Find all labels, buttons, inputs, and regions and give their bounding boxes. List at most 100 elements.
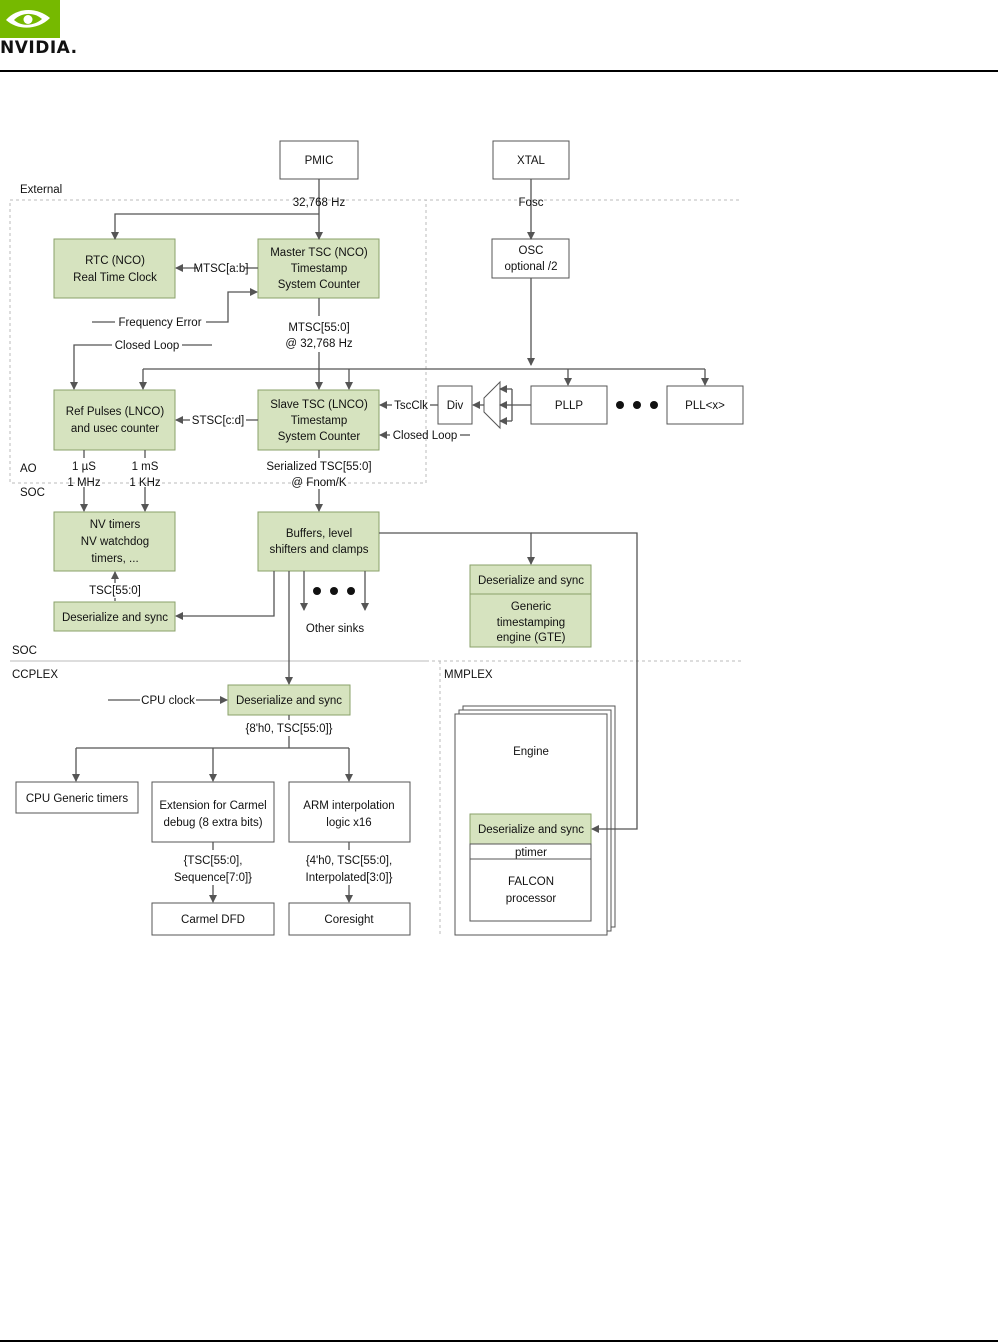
nodes xyxy=(15,140,744,936)
tscclk-label: TscClk xyxy=(394,400,428,412)
pllx-box xyxy=(666,385,744,425)
nv-timers-label-2: NV watchdog xyxy=(81,536,149,548)
stsc-cd-label: STSC[c:d] xyxy=(192,415,244,427)
ccplex-bus-label: {8'h0, TSC[55:0]} xyxy=(245,723,332,735)
hz-32768-label: 32,768 Hz xyxy=(293,197,346,209)
falcon-label-1: FALCON xyxy=(508,876,554,888)
buffers-to-deser-soc xyxy=(175,571,275,620)
carmel-dfd-box xyxy=(151,902,275,936)
ellipsis-dots-icon xyxy=(313,401,658,595)
cpu-clock-label: CPU clock xyxy=(141,695,195,707)
connections xyxy=(70,179,709,903)
cpu-timers-label: CPU Generic timers xyxy=(26,793,128,805)
freq-error-label: Frequency Error xyxy=(118,317,201,329)
master-tsc-label-1: Master TSC (NCO) xyxy=(270,247,368,259)
gte-label-3: engine (GTE) xyxy=(496,632,565,644)
pmic-to-rtc xyxy=(111,213,319,240)
region-label-soc-top: SOC xyxy=(20,487,45,499)
slave-tsc-label-3: System Counter xyxy=(278,431,361,443)
falcon-label-2: processor xyxy=(506,893,557,905)
coresight-box xyxy=(288,902,411,936)
at-32768-label: @ 32,768 Hz xyxy=(285,338,353,350)
buffers-label-1: Buffers, level xyxy=(286,528,352,540)
slave-tsc-box xyxy=(257,389,380,451)
gte-box xyxy=(469,593,592,648)
xtal-box xyxy=(492,140,570,180)
buffers-box xyxy=(257,511,380,572)
fnom-label: @ Fnom/K xyxy=(291,477,346,489)
carmel-dfd-label: Carmel DFD xyxy=(181,914,245,926)
ref-pulses-label-1: Ref Pulses (LNCO) xyxy=(66,406,165,418)
deser-ccplex-label: Deserialize and sync xyxy=(236,695,342,707)
carmel-bus-label-2: Sequence[7:0]} xyxy=(174,872,252,884)
serialized-tsc-label: Serialized TSC[55:0] xyxy=(266,461,371,473)
arm-bus-label-1: {4'h0, TSC[55:0], xyxy=(306,855,392,867)
gte-deser-box xyxy=(469,564,592,595)
edge-labels: 32,768 Hz Fosc MTSC[a:b] Frequency Error… xyxy=(67,197,543,884)
deser-engine-box xyxy=(469,813,592,845)
closed-loop-top-label: Closed Loop xyxy=(115,340,180,352)
buffers-to-gte xyxy=(379,532,535,565)
deser-soc-label: Deserialize and sync xyxy=(62,612,168,624)
region-label-ccplex: CCPLEX xyxy=(12,669,58,681)
header-rule xyxy=(0,70,998,72)
arm-interp-label-2: logic x16 xyxy=(326,817,371,829)
gte-label-2: timestamping xyxy=(497,617,565,629)
buffers-label-2: shifters and clamps xyxy=(269,544,368,556)
khz-1-label: 1 KHz xyxy=(129,477,161,489)
slave-tsc-label-2: Timestamp xyxy=(291,415,347,427)
arm-interp-box xyxy=(288,781,411,843)
ref-pulses-label-2: and usec counter xyxy=(71,423,159,435)
freq-error-to-master xyxy=(206,288,258,323)
pllp-label: PLLP xyxy=(555,400,583,412)
ms-1-label: 1 mS xyxy=(132,461,159,473)
footer-rule xyxy=(0,1340,998,1342)
other-sinks-label: Other sinks xyxy=(306,623,364,635)
div-label: Div xyxy=(447,400,464,412)
pmic-label: PMIC xyxy=(305,155,334,167)
closed-loop-right-label: Closed Loop xyxy=(393,430,458,442)
clock-mux-icon xyxy=(483,380,501,430)
mtsc-ab-label: MTSC[a:b] xyxy=(194,263,249,275)
master-tsc-box xyxy=(257,238,380,299)
falcon-box xyxy=(469,858,592,922)
pllp-box xyxy=(530,385,608,425)
master-tsc-label-2: Timestamp xyxy=(291,263,347,275)
ref-pulses-box xyxy=(53,389,176,451)
rtc-label-2: Real Time Clock xyxy=(73,272,157,284)
carmel-ext-box xyxy=(151,781,275,843)
mhz-1-label: 1 MHz xyxy=(67,477,100,489)
engine-label: Engine xyxy=(513,746,549,758)
xtal-label: XTAL xyxy=(517,155,546,167)
div-box xyxy=(437,385,473,425)
coresight-label: Coresight xyxy=(324,914,374,926)
cpu-timers-box xyxy=(15,781,139,814)
deser-soc-box xyxy=(53,601,176,632)
tsc-550-label: TSC[55:0] xyxy=(89,585,141,597)
slave-tsc-label-1: Slave TSC (LNCO) xyxy=(270,399,368,411)
mtsc-550-label: MTSC[55:0] xyxy=(288,322,349,334)
gte-label-1: Generic xyxy=(511,601,552,613)
ao-region xyxy=(9,199,427,484)
ptimer-label: ptimer xyxy=(515,847,547,859)
region-boundaries xyxy=(9,199,742,935)
us-1-label: 1 µS xyxy=(72,461,96,473)
fosc-label: Fosc xyxy=(519,197,544,209)
arm-bus-label-2: Interpolated[3:0]} xyxy=(306,872,393,884)
carmel-bus-label-1: {TSC[55:0], xyxy=(184,855,243,867)
arm-interp-label-1: ARM interpolation xyxy=(303,800,394,812)
gte-deser-label: Deserialize and sync xyxy=(478,575,584,587)
region-label-external: External xyxy=(20,184,62,196)
region-label-soc-bottom: SOC xyxy=(12,645,37,657)
osc-label-1: OSC xyxy=(519,245,544,257)
buffers-to-engine xyxy=(531,532,638,833)
deser-engine-label: Deserialize and sync xyxy=(478,824,584,836)
region-label-ao: AO xyxy=(20,463,37,475)
nvidia-logo-text: NVIDIA. xyxy=(0,38,78,58)
region-label-mmplex: MMPLEX xyxy=(444,669,493,681)
nv-timers-box xyxy=(53,511,176,572)
carmel-ext-label-2: debug (8 extra bits) xyxy=(163,817,262,829)
deser-ccplex-box xyxy=(227,684,351,716)
nv-timers-label-1: NV timers xyxy=(90,519,141,531)
